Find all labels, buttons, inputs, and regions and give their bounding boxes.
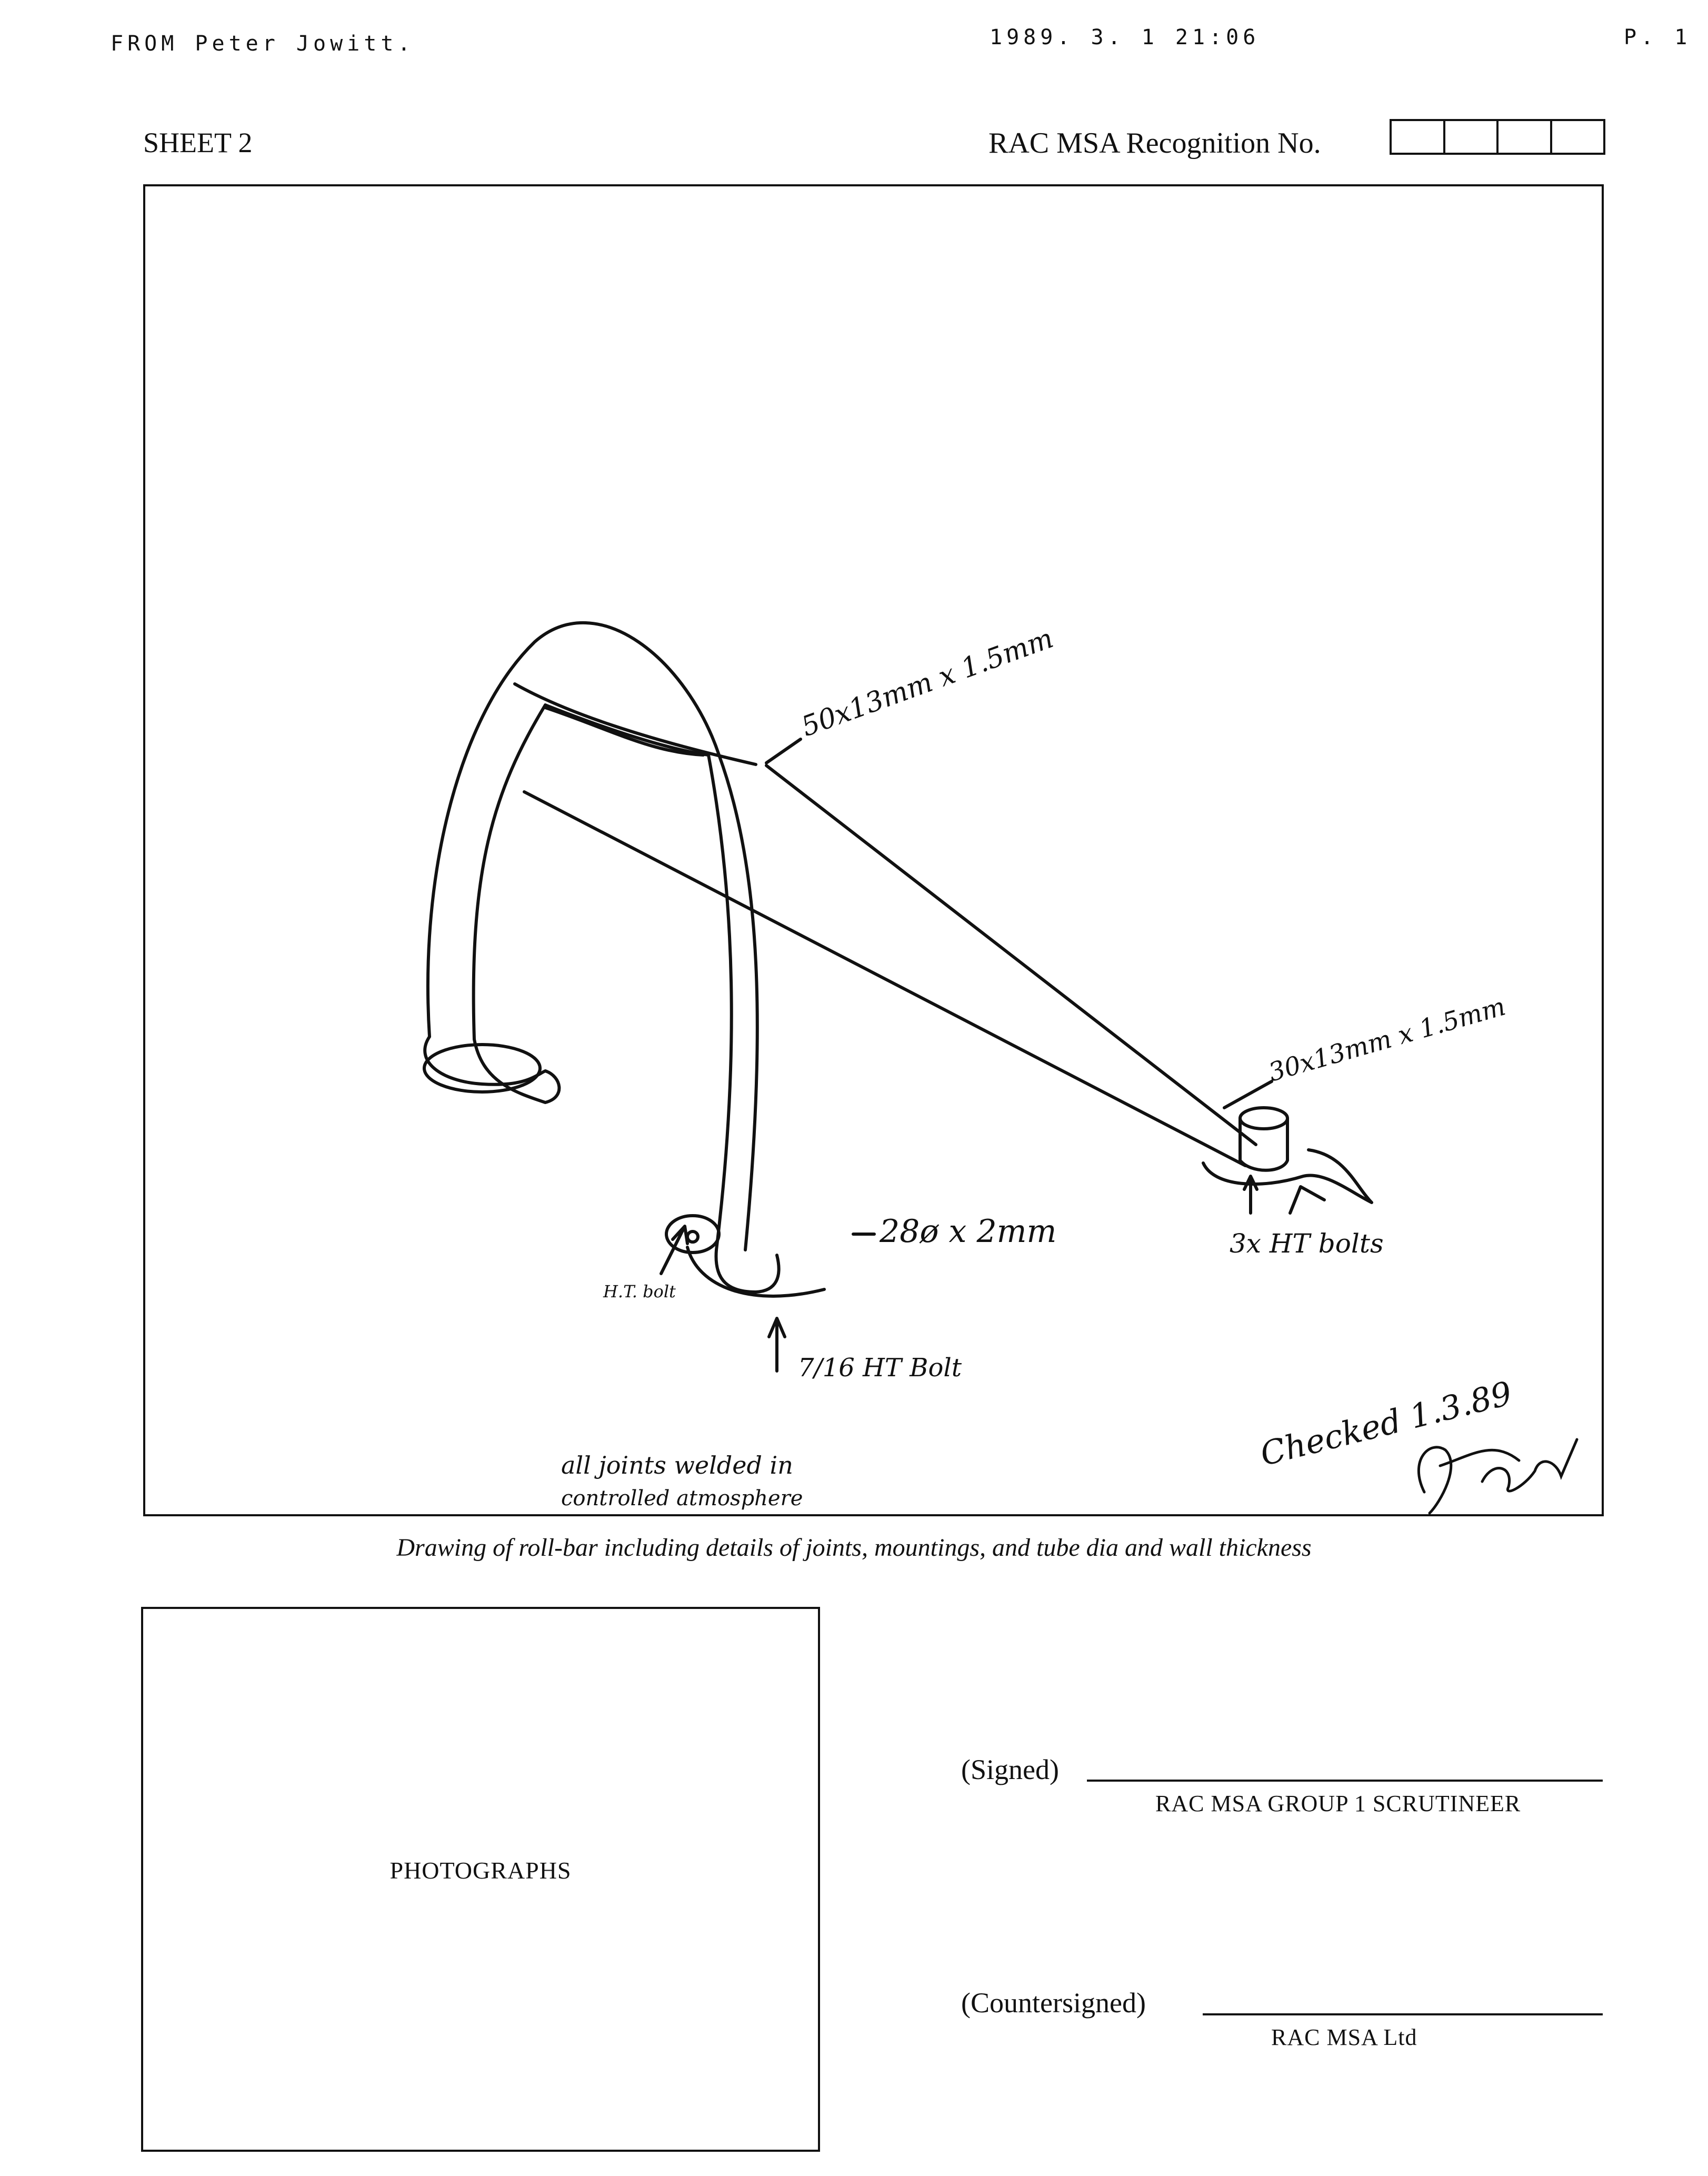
annotation-welds-line2: controlled atmosphere — [561, 1486, 803, 1511]
countersigned-line — [1203, 2013, 1603, 2015]
recognition-box — [1552, 121, 1604, 153]
recognition-label: RAC MSA Recognition No. — [988, 127, 1321, 160]
annotation-ht-bolt: H.T. bolt — [603, 1281, 676, 1301]
leader-main-hoop — [765, 738, 802, 764]
right-bolt-lug — [665, 1214, 721, 1254]
leader-brace — [1223, 1080, 1273, 1109]
photographs-label: PHOTOGRAPHS — [389, 1857, 572, 1884]
arrow-brace-bolt-1 — [1243, 1175, 1258, 1215]
drawing-frame: 50x13mm x 1.5mm 30x13mm x 1.5mm 28ø x 2m… — [143, 184, 1604, 1516]
fax-header: FROM Peter Jowitt. 1989. 3. 1 21:06 P. 1 — [0, 25, 1708, 62]
brace-base-plate — [1202, 1148, 1373, 1204]
annotation-main-hoop: 50x13mm x 1.5mm — [797, 622, 1057, 743]
annotation-welds-line1: all joints welded in — [561, 1451, 793, 1479]
hoop-joint-seam — [513, 682, 757, 766]
annotation-base-bolt: 7/16 HT Bolt — [798, 1353, 962, 1383]
annotation-brace-bolts: 3x HT bolts — [1230, 1228, 1384, 1259]
countersigned-role: RAC MSA Ltd — [1271, 2024, 1417, 2050]
recognition-box — [1445, 121, 1499, 153]
left-base-plate — [423, 1043, 542, 1094]
brace-lower — [523, 790, 1247, 1167]
annotation-checked: Checked 1.3.89 — [1256, 1374, 1516, 1473]
fax-sender: FROM Peter Jowitt. — [111, 32, 415, 56]
main-hoop-outer — [426, 621, 759, 1251]
brace-foot-top — [1238, 1106, 1289, 1130]
recognition-box — [1499, 121, 1552, 153]
checker-signature — [1417, 1438, 1579, 1514]
arrow-base-bolt — [767, 1317, 786, 1373]
signed-line — [1087, 1780, 1603, 1782]
drawing-caption: Drawing of roll-bar including details of… — [396, 1534, 1312, 1562]
arrow-brace-bolt-2 — [1289, 1185, 1326, 1215]
signed-label: (Signed) — [961, 1754, 1059, 1785]
brace-upper — [765, 764, 1257, 1146]
annotation-leg-tube: 28ø x 2mm — [879, 1213, 1056, 1250]
fax-datetime: 1989. 3. 1 21:06 — [990, 25, 1260, 49]
arrow-ht-bolt — [660, 1225, 689, 1275]
hoop-joint-seam-2 — [544, 706, 705, 757]
right-bolt-hole — [686, 1230, 700, 1244]
countersigned-label: (Countersigned) — [961, 1987, 1146, 2019]
fax-page-number: P. 1 — [1624, 25, 1692, 49]
annotation-brace: 30x13mm x 1.5mm — [1265, 991, 1509, 1087]
roll-bar-drawing: 50x13mm x 1.5mm 30x13mm x 1.5mm 28ø x 2m… — [423, 621, 1579, 1514]
sheet-label: SHEET 2 — [143, 127, 253, 158]
right-leg-foot — [714, 1248, 781, 1294]
recognition-box — [1392, 121, 1445, 153]
right-base-plate — [686, 1246, 826, 1298]
photographs-box: PHOTOGRAPHS — [141, 1607, 820, 2152]
signed-role: RAC MSA GROUP 1 SCRUTINEER — [1155, 1791, 1521, 1816]
brace-foot-tube — [1238, 1117, 1289, 1172]
main-hoop-inner — [472, 703, 733, 1251]
recognition-number-boxes — [1390, 119, 1605, 155]
